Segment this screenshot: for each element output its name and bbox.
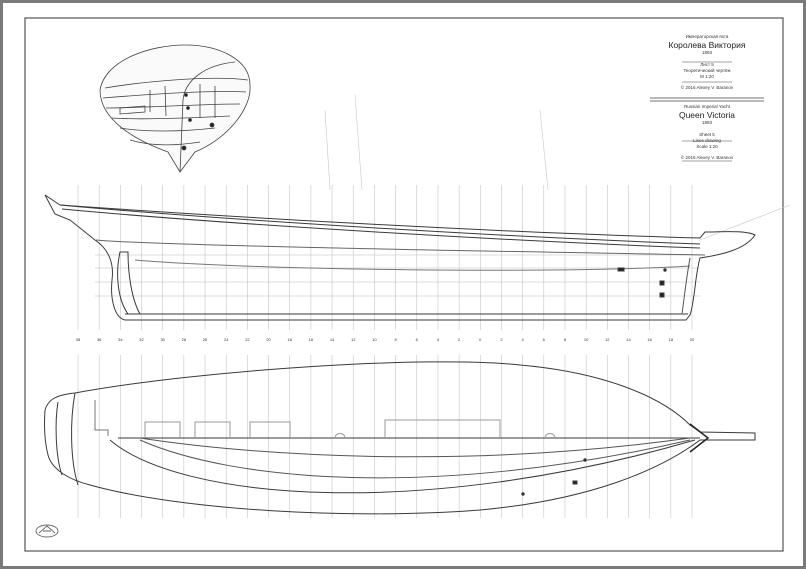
station-label: 4	[522, 337, 525, 342]
station-label: 12	[351, 337, 356, 342]
station-label: 6	[416, 337, 419, 342]
station-label: 6	[543, 337, 546, 342]
sheer-profile	[44, 194, 756, 321]
en-scale: Scale 1:20	[696, 144, 718, 149]
station-label: 26	[203, 337, 208, 342]
station-label: 16	[309, 337, 314, 342]
station-label: 34	[118, 337, 123, 342]
station-label: 38	[76, 337, 81, 342]
half-breadth-plan	[43, 361, 756, 515]
en-description: Lines drawing	[693, 138, 721, 143]
ru-ship-name: Королева Виктория	[668, 40, 746, 50]
station-label: 28	[182, 337, 187, 342]
station-label: 18	[669, 337, 674, 342]
station-label: 30	[160, 337, 165, 342]
station-label: 8	[564, 337, 567, 342]
station-label: 20	[266, 337, 271, 342]
profile-waterlines	[95, 254, 700, 297]
en-ship-name: Queen Victoria	[678, 110, 736, 120]
station-label: 14	[626, 337, 631, 342]
station-label: 10	[584, 337, 589, 342]
station-label: 0	[479, 337, 482, 342]
inner-border	[24, 17, 784, 552]
station-label: 32	[139, 337, 144, 342]
ru-header: Императорская яхта	[685, 34, 729, 39]
ru-year: 1893	[701, 50, 712, 55]
en-sheet: Sheet 5	[699, 132, 715, 137]
station-label: 20	[690, 337, 695, 342]
ru-scale: М 1:20	[700, 74, 714, 79]
rigging-lines	[324, 94, 791, 241]
ru-sheet: Лист 5	[700, 62, 714, 67]
en-header: Russian Imperial Yacht	[684, 104, 730, 109]
ru-description: Теоретический чертёж	[683, 68, 731, 73]
maker-logo-icon	[35, 524, 59, 538]
station-label: 2	[458, 337, 461, 342]
title-block-en: Russian Imperial Yacht Queen Victoria 18…	[646, 104, 768, 161]
station-label: 2	[500, 337, 503, 342]
station-label: 14	[330, 337, 335, 342]
station-label: 36	[97, 337, 102, 342]
station-label: 24	[224, 337, 229, 342]
title-block-ru: Императорская яхта Королева Виктория 189…	[646, 34, 768, 91]
station-label: 10	[372, 337, 377, 342]
en-year: 1893	[701, 120, 712, 125]
station-label: 12	[605, 337, 610, 342]
station-label: 16	[647, 337, 652, 342]
station-label: 4	[437, 337, 440, 342]
body-plan-perspective-icon	[99, 44, 251, 173]
en-note: © 2016 Alexey V. Baranov	[680, 155, 734, 160]
title-block-frame	[650, 61, 764, 162]
station-label: 22	[245, 337, 250, 342]
ru-note: © 2016 Alexey V. Baranov	[680, 85, 734, 90]
station-label: 8	[394, 337, 397, 342]
station-label: 18	[287, 337, 292, 342]
